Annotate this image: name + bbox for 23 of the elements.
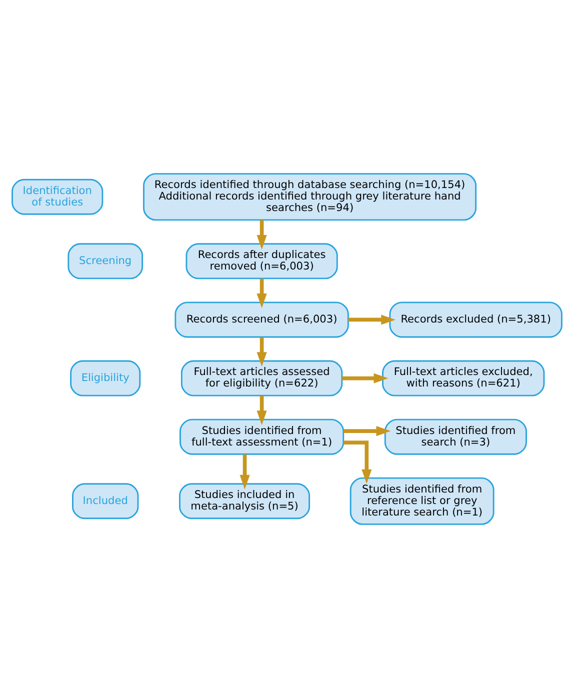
arrow [256, 220, 267, 249]
node-box: Studies identified from reference list or grey literature search (n=1) [350, 476, 494, 524]
node-box: Studies identified from search (n=3) [384, 418, 527, 454]
node-box: Studies identified from full-text assessment (n=1) [180, 418, 344, 454]
node-box: Included [72, 482, 139, 519]
arrow [342, 372, 388, 383]
node-box: Eligibility [70, 360, 141, 396]
node-box: Records identified through database searching (n=10,154) Additional records identified through grey literature hand searches (n=94) [143, 172, 477, 220]
node-box: Records screened (n=6,003) [174, 301, 349, 338]
node-box: Screening [68, 242, 144, 279]
arrow [348, 314, 396, 324]
node-box: Full-text articles assessed for eligibility (n=622) [180, 360, 343, 396]
arrow [343, 440, 372, 484]
arrow [256, 336, 267, 366]
arrow [256, 278, 267, 308]
arrow [343, 426, 391, 436]
node-box: Records after duplicates removed (n=6,003) [186, 242, 338, 279]
arrow [256, 395, 267, 425]
node-box: Full-text articles excluded, with reasons (n=621) [382, 360, 545, 396]
arrow [240, 454, 250, 489]
node-box: Records excluded (n=5,381) [389, 301, 562, 338]
node-box: Identification of studies [12, 178, 104, 214]
node-box: Studies included in meta-analysis (n=5) [179, 482, 310, 519]
